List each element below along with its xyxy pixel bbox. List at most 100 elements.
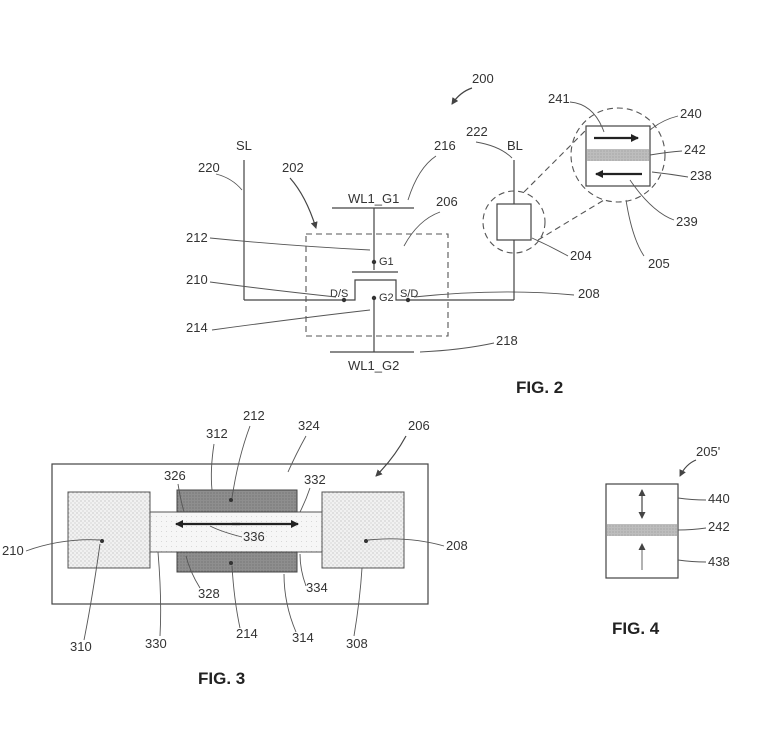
ref-308: 308 [346,636,368,651]
leader-210 [209,281,337,298]
zoom-line-bottom [537,199,605,241]
barrier-242-fig4 [607,524,677,536]
ref-200: 200 [472,71,494,86]
ref-330: 330 [145,636,167,651]
label-g2: G2 [379,292,394,304]
zoom-line-top [523,129,587,193]
leader-208 [413,291,575,298]
leader-336 [209,525,243,538]
ref-204: 204 [570,248,592,263]
fig3-layout: 206 212 312 324 326 332 336 210 208 328 … [2,408,468,688]
leader-308 [353,567,363,637]
ref-212: 212 [186,230,208,245]
ref-212-fig3: 212 [243,408,265,423]
fig2-circuit: 200 SL 220 WL1_G1 WL1_G2 216 218 202 206 [186,71,712,397]
leader-200 [451,87,473,105]
fig2-caption: FIG. 2 [516,378,563,397]
ref-328: 328 [198,586,220,601]
leader-242-fig4 [677,527,707,531]
ref-242-fig2: 242 [684,142,706,157]
gate-314 [176,551,298,573]
ref-210: 210 [186,272,208,287]
leader-206 [403,211,441,247]
leader-212 [209,237,371,251]
ref-220: 220 [198,160,220,175]
node-308 [364,539,368,543]
ref-336: 336 [243,529,265,544]
leader-324 [287,435,307,473]
pad-310 [67,491,151,569]
leader-241 [569,101,605,133]
leader-240 [649,115,679,131]
leader-205p [679,459,697,477]
ref-324: 324 [298,418,320,433]
ref-440: 440 [708,491,730,506]
element-204-circle [482,190,546,254]
leader-222 [475,141,513,159]
ref-206: 206 [436,194,458,209]
leader-206-fig3 [375,435,407,477]
ref-214-fig3: 214 [236,626,258,641]
leader-218 [419,342,495,353]
ref-334: 334 [306,580,328,595]
label-g1: G1 [379,256,394,268]
leader-328 [185,555,201,589]
label-bl: BL [507,138,523,153]
fig4-stack: 205' 440 242 438 FIG. 4 [605,444,730,638]
leader-202 [289,177,318,229]
zoom-circle-205 [570,107,666,203]
gate-312 [176,489,298,513]
leader-214-fig3 [231,565,241,629]
node-212 [229,498,233,502]
ref-205: 205 [648,256,670,271]
element-204-box [496,203,532,241]
leader-440 [677,497,707,501]
leader-208-fig3 [367,538,445,547]
ref-242-fig4: 242 [708,519,730,534]
ref-314: 314 [292,630,314,645]
node-g1 [371,259,377,265]
leader-238 [651,171,689,178]
leader-332 [299,487,311,513]
ref-332: 332 [304,472,326,487]
ref-240: 240 [680,106,702,121]
node-214 [229,561,233,565]
ref-310: 310 [70,639,92,654]
fig3-caption: FIG. 3 [198,669,245,688]
leader-330 [157,551,162,637]
ref-202: 202 [282,160,304,175]
leader-312 [210,443,215,491]
ref-241: 241 [548,91,570,106]
fig4-caption: FIG. 4 [612,619,660,638]
leader-438 [677,559,707,563]
pad-308 [321,491,405,569]
leader-216 [407,155,437,201]
ref-218: 218 [496,333,518,348]
leader-210-fig3 [25,539,101,552]
node-ds [341,297,347,303]
ref-438: 438 [708,554,730,569]
leader-214 [211,309,371,331]
label-wl1-g2: WL1_G2 [348,358,399,373]
leader-212-fig3 [231,425,251,499]
ref-312: 312 [206,426,228,441]
ref-214: 214 [186,320,208,335]
node-310 [100,539,104,543]
leader-310 [83,543,101,641]
ref-206-fig3: 206 [408,418,430,433]
ref-216: 216 [434,138,456,153]
node-g2 [371,295,377,301]
leader-314 [283,573,297,633]
transistor-dashed-box [305,233,449,337]
leader-220 [215,173,243,191]
leader-205 [625,199,645,257]
ref-238: 238 [690,168,712,183]
leader-239 [629,179,675,221]
ref-208: 208 [578,286,600,301]
ref-222: 222 [466,124,488,139]
label-wl1-g1: WL1_G1 [348,191,399,206]
leader-242-fig2 [649,150,683,156]
barrier-242 [587,149,649,161]
leader-204 [531,237,569,257]
